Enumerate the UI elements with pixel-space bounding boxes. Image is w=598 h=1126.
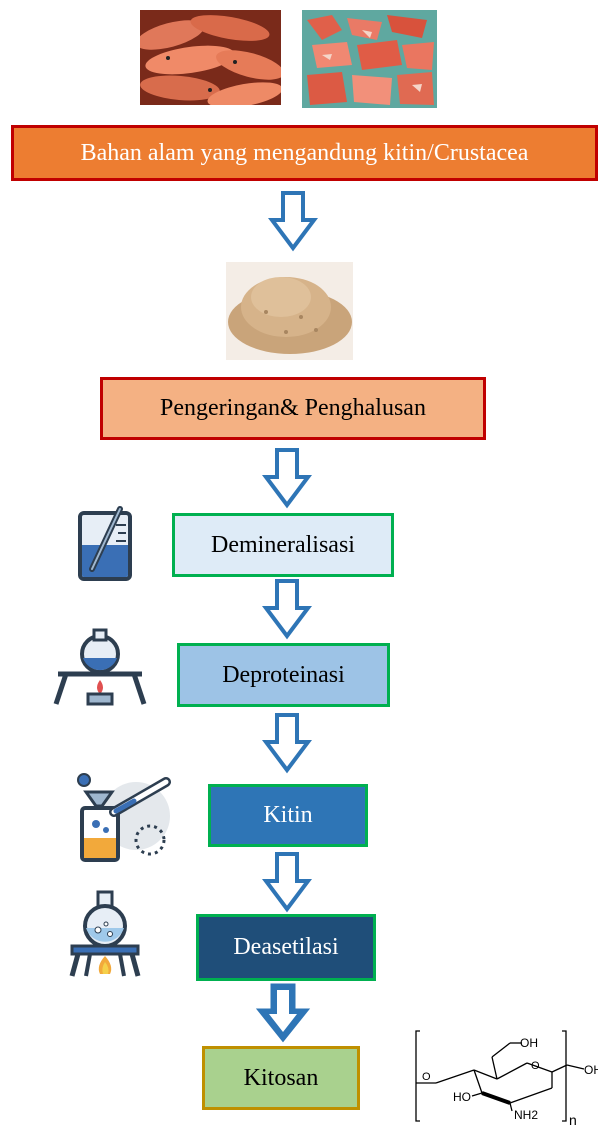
down-arrow-icon: [262, 579, 312, 640]
structure-link-o: O: [422, 1071, 431, 1083]
flask-burner-icon: [53, 628, 147, 706]
lab-glassware-icon: [77, 773, 171, 862]
structure-ho-left: HO: [453, 1090, 471, 1104]
step-raw-material: Bahan alam yang mengandung kitin/Crustac…: [11, 125, 598, 181]
structure-ring-o: O: [531, 1060, 540, 1072]
flask-heating-icon: [69, 890, 141, 977]
step-drying-grinding: Pengeringan& Penghalusan: [100, 377, 486, 440]
step-chitosan: Kitosan: [202, 1046, 360, 1110]
beaker-stirring-icon: [78, 506, 132, 581]
powder-photo: [226, 262, 353, 360]
step-chitin: Kitin: [208, 784, 368, 847]
down-arrow-icon: [255, 983, 311, 1043]
step-demineralization: Demineralisasi: [172, 513, 394, 577]
structure-oh-right: OH: [584, 1063, 598, 1077]
structure-oh-top: OH: [520, 1036, 538, 1050]
shrimp-shell-photo: [302, 10, 437, 108]
down-arrow-icon: [262, 852, 312, 913]
chitosan-structure-diagram: OH OH HO NH2 n O O: [415, 1030, 598, 1126]
structure-nh2: NH2: [514, 1108, 538, 1122]
structure-repeat-n: n: [569, 1112, 577, 1126]
down-arrow-icon: [262, 448, 312, 509]
step-deproteinization: Deproteinasi: [177, 643, 390, 707]
down-arrow-icon: [262, 713, 312, 774]
step-deacetylation: Deasetilasi: [196, 914, 376, 981]
down-arrow-icon: [268, 191, 318, 252]
shrimp-photo: [140, 10, 281, 105]
